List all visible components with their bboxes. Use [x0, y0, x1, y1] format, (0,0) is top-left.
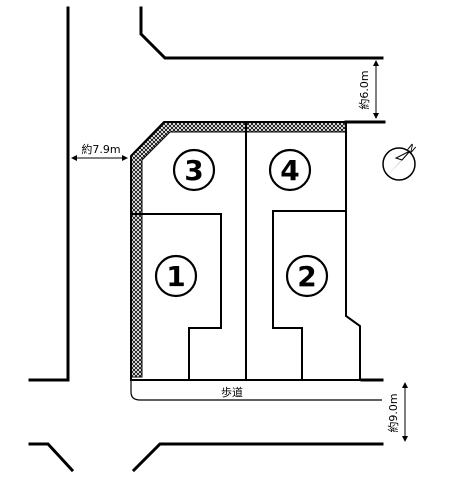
sidewalk-edge	[130, 380, 382, 401]
road-edges	[28, 6, 386, 473]
lot-4-2-divider	[272, 210, 346, 380]
lot-2-circle	[285, 254, 329, 298]
north-arrow-icon: N	[382, 143, 417, 181]
lot-4-number: 4	[280, 154, 299, 187]
west-road-edge	[28, 6, 70, 382]
south-road-dimension: 約9.0m	[386, 382, 408, 442]
lot-4-circle	[268, 148, 312, 192]
lot-3-1-divider	[131, 213, 222, 380]
north-road-width-label: 約6.0m	[357, 70, 371, 109]
lot-4-marker: 4	[268, 148, 312, 192]
south-road-far-left	[28, 442, 75, 473]
sidewalk-label: 歩道	[221, 385, 243, 399]
lot-3-circle	[172, 148, 216, 192]
lot-1-circle	[154, 254, 198, 298]
west-road-width-label: 約7.9m	[81, 142, 120, 156]
hatched-boundary-strip	[130, 121, 347, 378]
lot-3-marker: 3	[172, 148, 216, 192]
south-road-far-right	[131, 442, 384, 473]
south-road-width-label: 約9.0m	[386, 393, 400, 432]
lot-2-number: 2	[297, 260, 316, 293]
west-road-dimension: 約7.9m	[71, 142, 128, 161]
lot-boundaries	[130, 121, 361, 381]
lot-3-number: 3	[184, 154, 203, 187]
sidewalk: 歩道	[130, 380, 382, 401]
development-outline	[130, 121, 361, 381]
north-road-edge	[139, 6, 384, 60]
north-road-dimension: 約6.0m	[357, 60, 379, 119]
lot-2-marker: 2	[285, 254, 329, 298]
lot-1-marker: 1	[154, 254, 198, 298]
lot-1-number: 1	[166, 260, 185, 293]
